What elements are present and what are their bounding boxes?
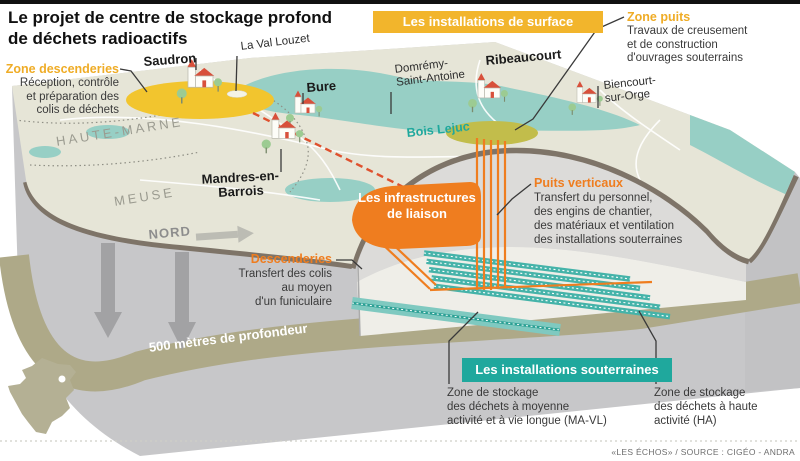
france-map-icon [8,358,76,434]
badge-underground-installations: Les installations souterraines [462,358,672,382]
gallery-mavl [351,297,561,336]
callout-descenderies: Descenderies Transfert des colis au moye… [238,252,332,308]
vertical-shafts [475,138,507,290]
callout-zone-ha: Zone de stockage des déchets à haute act… [654,387,758,427]
callout-puits-verticaux: Puits verticaux Transfert du personnel, … [534,176,683,246]
map-label-mandres: Mandres-en- Barrois [201,167,280,200]
top-rule [0,0,800,4]
callout-zone-descenderies: Zone descenderies Réception, contrôle et… [5,62,119,116]
depth-arrow-icon [94,243,196,350]
callout-zone-mavl: Zone de stockage des déchets à moyenne a… [447,387,607,427]
map-label-bure: Bure [306,77,337,95]
source-credit: «LES ÉCHOS» / SOURCE : CIGÉO - ANDRA [611,447,795,457]
map-label-biencourt: Biencourt- sur-Orge [603,74,657,105]
zone-puits-ellipse [446,121,538,145]
north-arrow-icon [195,225,254,243]
badge-surface-installations: Les installations de surface [373,11,603,33]
page-title: Le projet de centre de stockage profond … [8,8,333,48]
callout-zone-puits: Zone puits Travaux de creusement et de c… [627,10,748,64]
liaison-blob [352,182,481,249]
badge-liaison-infrastructures: Les infrastructures de liaison [358,190,476,221]
